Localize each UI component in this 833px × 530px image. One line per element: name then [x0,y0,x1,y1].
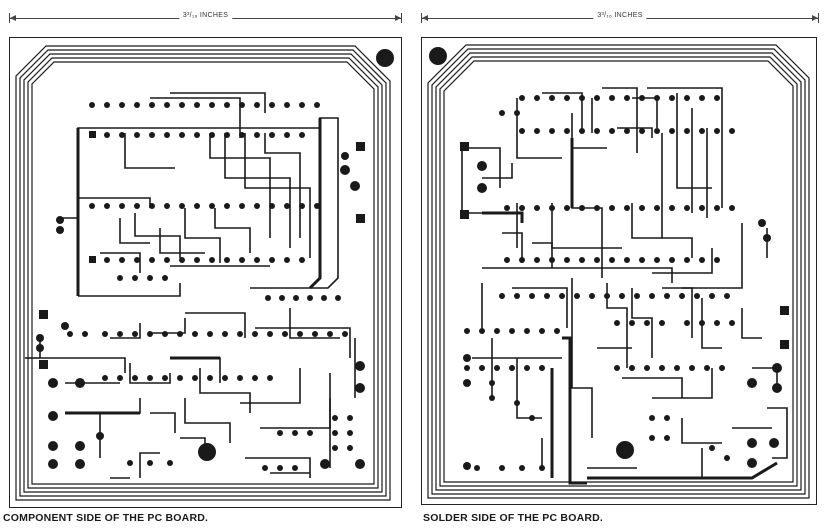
border-traces [15,45,391,501]
mounting-hole [376,49,394,67]
solder-side-panel: 3³/₁₆ INCHES [417,0,833,530]
ic-pads-row-5 [499,293,730,299]
ic-pads-row-1 [519,95,720,101]
power-traces [482,138,778,485]
width-dimension-line: 3³/₁₆ INCHES [421,10,819,26]
signal-traces [25,92,356,479]
ic-pads-row-3 [89,203,320,209]
square-pads [39,131,365,369]
component-side-caption: COMPONENT SIDE OF THE PC BOARD. [3,512,209,524]
ic-pads-row-3 [504,205,735,211]
ic-pads-row-7 [102,375,353,471]
ic-pads-row-7 [464,365,730,471]
solder-side-caption: SOLDER SIDE OF THE PC BOARD. [423,512,604,524]
large-pads [463,110,782,470]
square-pads [460,142,789,349]
component-side-board [9,37,402,508]
ic-pads-row-2 [89,132,305,138]
solder-side-board [421,37,817,505]
ic-pads-row-5 [117,275,341,301]
ic-pads-row-6 [464,320,735,371]
ic-pads-row-4 [89,257,305,263]
ic-pads-row-4 [504,257,720,263]
mounting-hole [429,47,447,65]
power-traces [65,118,322,415]
component-side-artwork [15,45,394,501]
solder-side-artwork [427,44,810,499]
ic-pads-row-1 [89,102,320,108]
dimension-label: 3³/₁₆ INCHES [178,12,233,19]
large-pads [36,152,365,469]
width-dimension-line: 3³/₁₆ INCHES [9,10,402,26]
signal-traces [461,87,788,479]
ic-pads-row-2 [519,128,735,134]
border-traces [427,44,810,499]
ic-pads-row-6 [67,331,348,337]
component-side-panel: 3³/₁₆ INCHES [0,0,416,530]
dimension-label: 3³/₁₆ INCHES [593,12,647,19]
